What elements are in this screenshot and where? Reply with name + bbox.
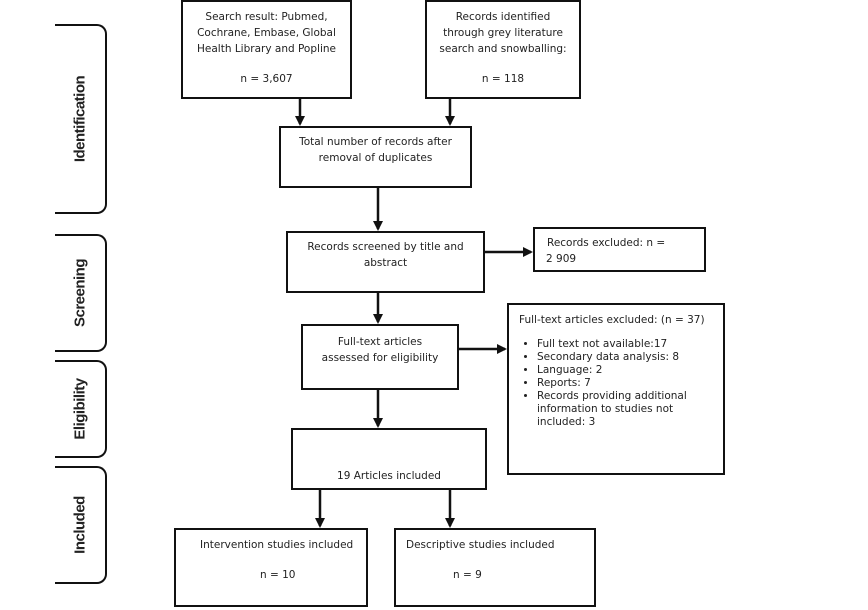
intervention-studies-box: Intervention studies included n = 10: [174, 528, 368, 607]
intervention-studies-count: n = 10: [260, 569, 296, 581]
records-excluded-box: Records excluded: n = 2 909: [533, 227, 706, 272]
records-screened-box: Records screened by title and abstract: [286, 231, 485, 293]
records-excluded-line-2: 2 909: [546, 253, 577, 265]
search-result-box: Search result: Pubmed, Cochrane, Embase,…: [181, 0, 352, 99]
full-text-excluded-title: Full-text articles excluded: (n = 37): [519, 314, 705, 326]
grey-literature-box: Records identified through grey literatu…: [425, 0, 581, 99]
records-excluded-line-1: Records excluded: n =: [547, 237, 666, 249]
records-screened-line-1: Records screened by title and: [307, 241, 464, 253]
search-result-line-3: Health Library and Popline: [197, 43, 336, 55]
full-text-line-1: Full-text articles: [337, 336, 423, 348]
total-records-line-2: removal of duplicates: [318, 152, 433, 164]
full-text-line-2: assessed for eligibility: [321, 352, 439, 364]
full-text-excluded-box: Full-text articles excluded: (n = 37) Fu…: [507, 303, 725, 475]
stage-label-eligibility: Eligibility: [71, 378, 89, 440]
articles-included-text: 19 Articles included: [337, 470, 441, 482]
exclusion-reason: Reports: 7: [537, 377, 717, 390]
stage-included: Included: [55, 466, 107, 584]
descriptive-studies-count: n = 9: [453, 569, 482, 581]
grey-literature-line-2: through grey literature: [443, 27, 563, 39]
search-result-count: n = 3,607: [240, 73, 293, 85]
search-result-line-2: Cochrane, Embase, Global: [197, 27, 336, 39]
stage-label-identification: Identification: [71, 75, 89, 163]
total-records-box: Total number of records after removal of…: [279, 126, 472, 188]
exclusion-reason: Records providing additional information…: [537, 390, 717, 429]
intervention-studies-title: Intervention studies included: [200, 539, 354, 551]
exclusion-reason: Language: 2: [537, 364, 717, 377]
search-result-line-1: Search result: Pubmed,: [205, 11, 328, 23]
stage-screening: Screening: [55, 234, 107, 352]
exclusion-reason: Full text not available:17: [537, 338, 717, 351]
articles-included-box: 19 Articles included: [291, 428, 487, 490]
stage-label-screening: Screening: [71, 258, 89, 328]
stage-label-included: Included: [71, 496, 89, 554]
grey-literature-count: n = 118: [481, 73, 525, 85]
total-records-line-1: Total number of records after: [299, 136, 452, 148]
grey-literature-line-3: search and snowballing:: [439, 43, 567, 55]
grey-literature-line-1: Records identified: [455, 11, 551, 23]
records-screened-line-2: abstract: [363, 257, 408, 269]
stage-eligibility: Eligibility: [55, 360, 107, 458]
exclusion-reason: Secondary data analysis: 8: [537, 351, 717, 364]
stage-identification: Identification: [55, 24, 107, 214]
full-text-box: Full-text articles assessed for eligibil…: [301, 324, 459, 390]
descriptive-studies-box: Descriptive studies included n = 9: [394, 528, 596, 607]
descriptive-studies-title: Descriptive studies included: [406, 539, 555, 551]
exclusion-reasons-list: Full text not available:17 Secondary dat…: [519, 338, 717, 429]
